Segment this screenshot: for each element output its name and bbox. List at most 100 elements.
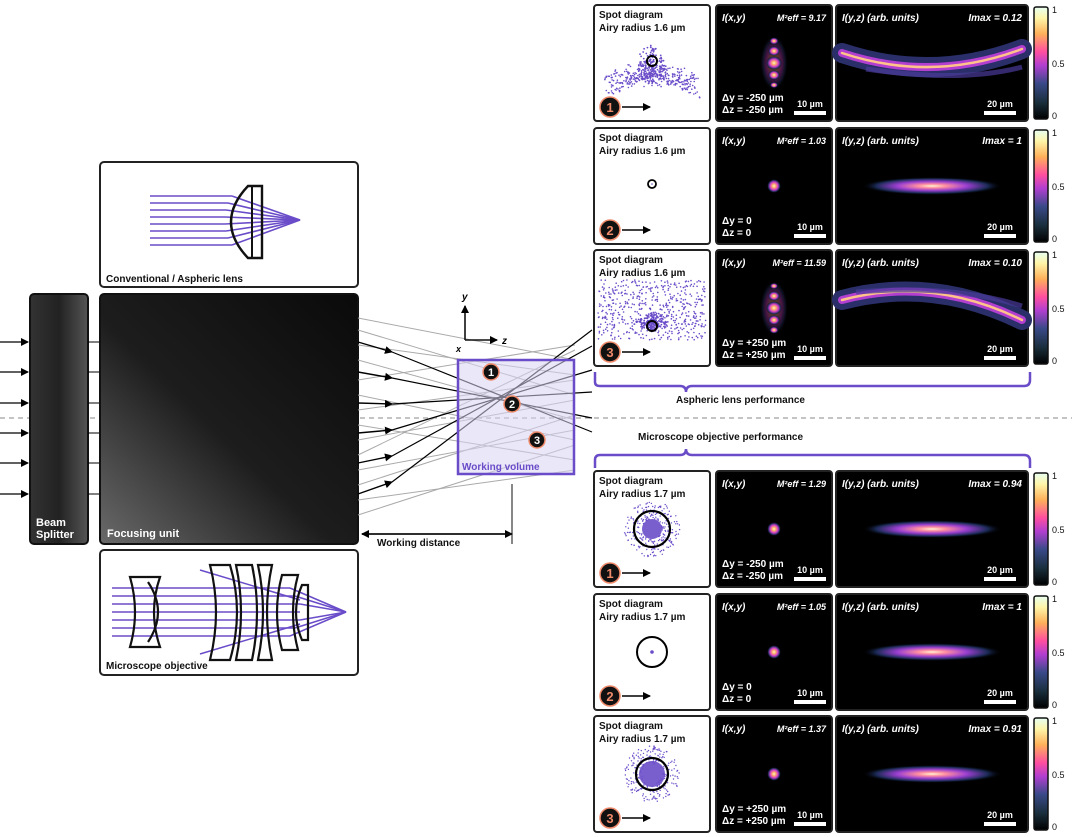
spot-point [640,77,643,80]
spot-point [640,325,643,328]
spot-point [663,327,666,329]
spot-point [640,749,642,752]
spot-point [637,755,639,758]
spot-point [656,300,659,303]
spot-point [654,299,657,301]
spot-point [621,74,624,76]
spot-point [659,77,662,80]
spot-point [627,64,629,66]
spot-point [627,86,630,89]
spot-point [611,79,613,81]
spot-point [635,81,638,83]
spot-point [685,74,688,77]
spot-point [604,279,607,282]
spot-point [652,516,654,519]
spot-point [641,507,643,509]
spot-point [664,281,666,284]
spot-point [663,291,666,293]
spot-point [649,515,652,517]
spot-point [661,757,663,759]
spot-point [663,311,666,314]
spot-point [681,328,683,331]
spot-point [614,75,617,77]
aspheric-lens-shape [229,184,264,260]
spot-point [643,555,645,557]
spot-point [645,281,647,283]
spot-point [683,79,686,82]
focus-marker-label: 3 [534,435,540,447]
spot-point [697,295,699,298]
spot-point [624,300,627,303]
intensity-spot [767,767,781,781]
spot-point [671,330,673,333]
spot-point [660,280,663,282]
spot-point [660,85,662,88]
scale-bar-yz [984,234,1016,238]
spot-point [657,749,659,751]
spot-point [676,74,679,77]
spot-point [602,296,605,299]
spot-point [638,284,640,287]
spot-point [667,530,669,533]
spot-point [676,299,679,302]
spot-point [687,280,690,283]
spot-point [633,323,635,325]
spot-point [623,305,626,308]
spot-point [624,769,627,772]
spot-point [664,285,666,287]
spot-point [686,78,688,81]
spot-point [653,73,655,75]
spot-point [667,794,669,796]
spot-point [673,282,676,284]
spot-point [638,74,641,76]
spot-point [611,328,613,330]
spot-point [664,331,667,334]
spot-point [696,281,698,283]
intensity-lobe [768,291,780,301]
spot-point [662,59,665,62]
spot-point [666,514,668,516]
spot-point [653,80,655,83]
airy-radius-label: Airy radius 1.7 µm [599,612,685,623]
spot-point [626,331,628,333]
intensity-lobe [766,301,782,315]
spot-point [674,82,677,85]
scale-bar-xy [794,234,826,238]
spot-point [632,754,634,756]
spot-point [609,296,612,299]
spot-point [670,542,673,544]
spot-point [651,287,653,289]
spot-point [642,519,644,522]
spot-point [627,286,629,288]
spot-point [621,294,624,297]
spot-point [684,320,686,322]
spot-point [639,767,641,769]
spot-point [680,335,682,338]
spot-point [696,91,698,93]
m2-eff-label: M²eff = 11.59 [773,258,826,268]
spot-point [686,80,689,82]
spot-point [666,782,669,784]
spot-point [645,509,648,511]
spot-point [650,290,652,293]
spot-point [608,308,611,311]
spot-point [642,510,644,512]
spot-point [693,331,695,334]
spot-point [632,297,634,300]
spot-point [632,72,635,75]
spot-point [663,67,665,70]
spot-point [646,285,649,288]
spot-point [620,292,623,294]
spot-point [693,283,696,285]
spot-point [675,284,677,286]
i-max-label: Imax = 1 [982,136,1022,147]
spot-point [639,302,641,305]
spot-point [659,794,661,796]
spot-point [660,549,663,552]
spot-point [658,68,661,70]
spot-point [634,538,636,540]
spot-point [691,323,693,326]
spot-point [641,327,644,329]
